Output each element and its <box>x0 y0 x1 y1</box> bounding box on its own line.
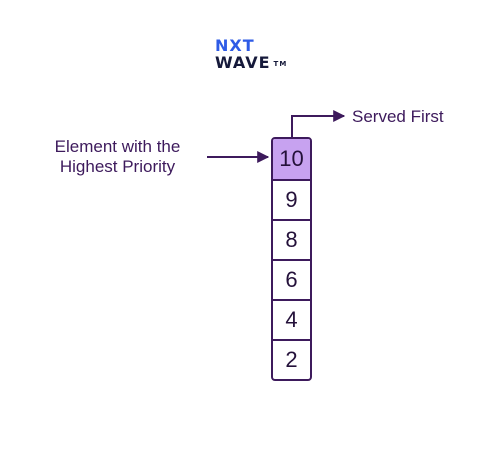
highest-priority-label-line1: Element with the <box>54 137 181 156</box>
logo-text-wave: WAVE <box>215 53 271 72</box>
queue-cell: 9 <box>273 179 310 219</box>
queue-cell: 2 <box>273 339 310 379</box>
highest-priority-label: Element with the Highest Priority <box>30 137 205 177</box>
logo-trademark: TM <box>273 60 288 68</box>
queue-cell: 8 <box>273 219 310 259</box>
logo-text-top: NXT <box>215 36 255 55</box>
served-first-label: Served First <box>352 107 444 126</box>
queue-cell: 6 <box>273 259 310 299</box>
arrow-served-first <box>291 110 346 137</box>
queue-cell: 4 <box>273 299 310 339</box>
queue-cell: 10 <box>273 139 310 179</box>
highest-priority-label-line2: Highest Priority <box>59 157 176 176</box>
